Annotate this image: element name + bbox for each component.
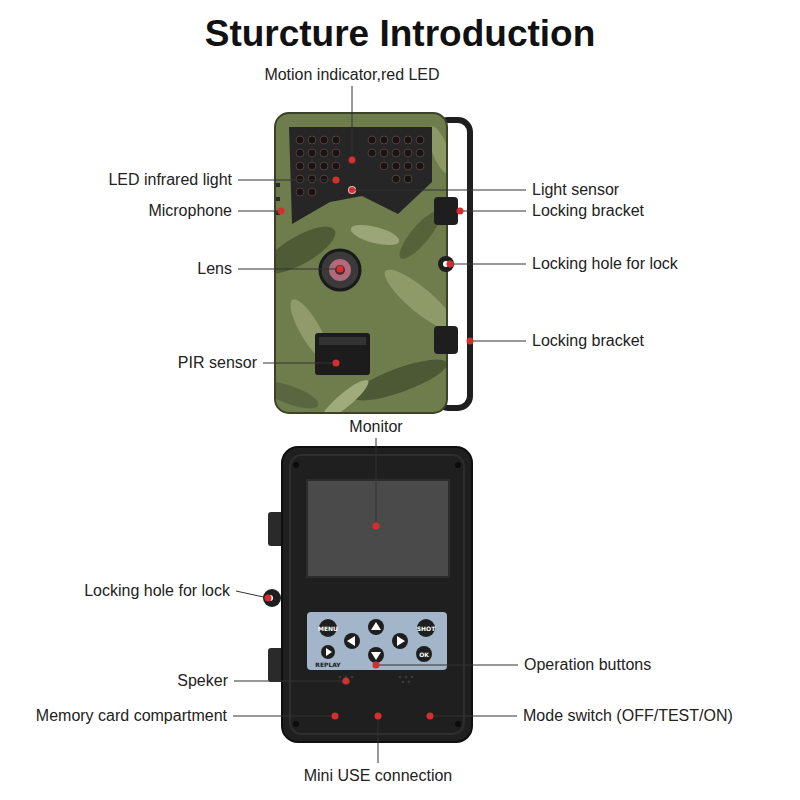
part-label: Memory card compartment <box>36 707 227 725</box>
button-panel <box>307 612 447 670</box>
part-label: Mode switch (OFF/TEST/ON) <box>523 707 733 725</box>
camera-lens <box>320 250 360 290</box>
part-label: Locking hole for lock <box>532 255 678 273</box>
operation-buttons <box>319 619 435 663</box>
diagram-title: Sturcture Introduction <box>205 13 596 55</box>
front-housing <box>275 113 447 413</box>
part-label: Speker <box>177 672 228 690</box>
part-label: Locking bracket <box>532 202 644 220</box>
pir-sensor <box>315 333 370 375</box>
locking-bracket <box>434 197 458 225</box>
speaker-grille <box>339 676 414 684</box>
part-label: Locking hole for lock <box>84 582 230 600</box>
locking-bracket <box>434 326 458 354</box>
ir-panel <box>289 127 432 224</box>
button-label: SHOT <box>417 625 436 632</box>
part-label: Monitor <box>349 418 402 436</box>
part-label: Lens <box>197 260 232 278</box>
light-sensor <box>348 186 356 194</box>
button-label: REPLAY <box>315 661 340 668</box>
part-label: Locking bracket <box>532 332 644 350</box>
lock-hole <box>438 256 454 272</box>
part-label: PIR sensor <box>178 354 257 372</box>
part-label: Microphone <box>148 202 232 220</box>
lock-hole <box>263 589 281 607</box>
leader-lines <box>233 86 526 763</box>
monitor-screen <box>307 480 449 577</box>
part-label: Mini USE connection <box>304 767 453 785</box>
part-label: Light sensor <box>532 181 619 199</box>
part-label: Operation buttons <box>524 656 651 674</box>
button-label: OK <box>419 651 429 658</box>
part-label: LED infrared light <box>108 171 232 189</box>
infrared-leds <box>296 136 424 196</box>
leader-dots <box>265 157 474 720</box>
part-label: Motion indicator,red LED <box>264 66 439 84</box>
back-housing <box>282 447 472 742</box>
button-label: MENU <box>318 625 338 632</box>
